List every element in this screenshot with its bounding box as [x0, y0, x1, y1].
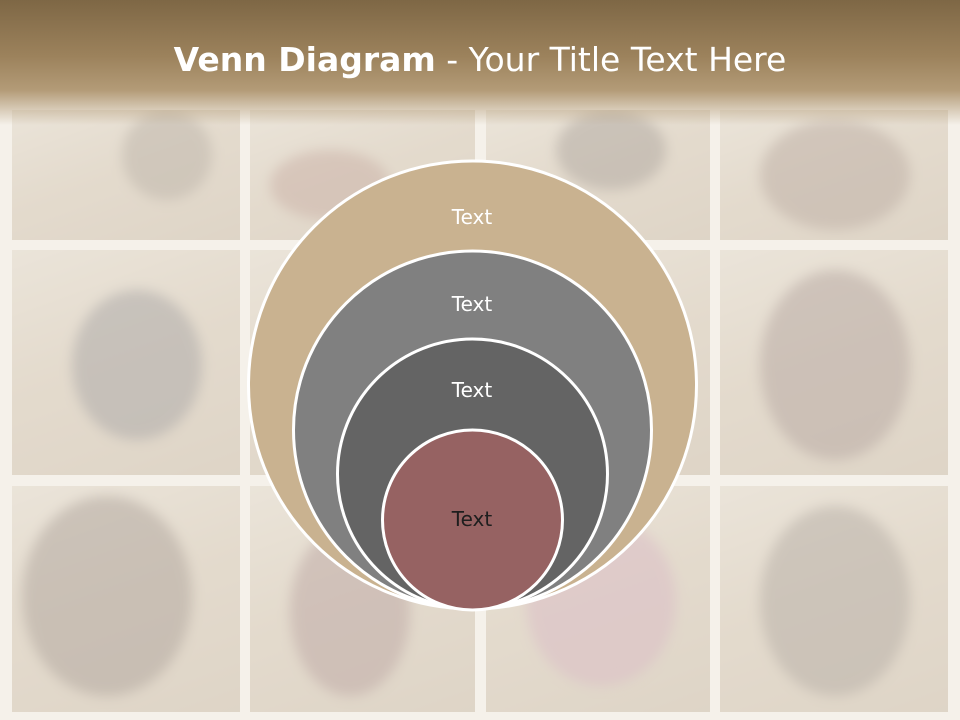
title-rest: - Your Title Text Here	[435, 40, 787, 79]
venn-circle-inner[interactable]	[381, 428, 564, 612]
venn-label-third[interactable]: Text	[451, 378, 493, 402]
venn-label-second[interactable]: Text	[451, 292, 493, 316]
title-bar	[0, 0, 960, 125]
venn-label-outer[interactable]: Text	[451, 205, 493, 229]
venn-label-inner[interactable]: Text	[451, 507, 493, 531]
title-bold: Venn Diagram	[173, 40, 436, 79]
slide-title[interactable]: Venn Diagram - Your Title Text Here	[0, 40, 960, 79]
